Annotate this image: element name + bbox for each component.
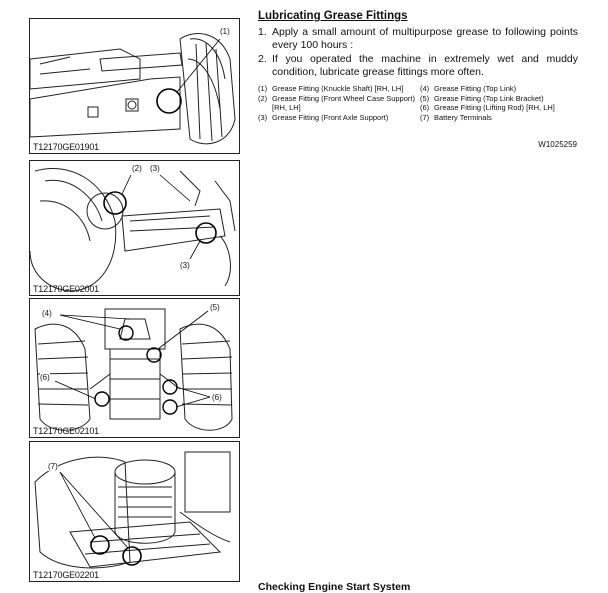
instruction-steps: 1. Apply a small amount of multipurpose …: [258, 26, 578, 80]
figure-rear-linkage: (4) (5) (6) (6) T12170GE02101: [29, 298, 240, 438]
callout-2: (2): [132, 164, 142, 173]
figure-id: T12170GE02201: [33, 570, 99, 580]
callout-6-right: (6): [212, 393, 222, 402]
legend-column-left: (1) Grease Fitting (Knuckle Shaft) [RH, L…: [258, 84, 420, 122]
document-code: W1025259: [538, 140, 577, 149]
legend-number: (2): [258, 93, 268, 103]
legend-text: Grease Fitting (Knuckle Shaft) [RH, LH]: [272, 84, 404, 93]
step-number: 1.: [258, 26, 267, 38]
section-title: Lubricating Grease Fittings: [258, 10, 408, 22]
legend-item: (3) Grease Fitting (Front Axle Support): [258, 113, 420, 123]
legend-number: (7): [420, 112, 430, 122]
legend-column-right: (4) Grease Fitting (Top Link) (5) Grease F…: [420, 84, 580, 122]
legend-item: (4) Grease Fitting (Top Link): [420, 84, 580, 94]
figure-battery: (7) T12170GE02201: [29, 441, 240, 582]
illustration-front-axle: [30, 167, 236, 292]
step-text: Apply a small amount of multipurpose gre…: [272, 26, 578, 51]
figure-id: T12170GE02001: [33, 284, 99, 294]
callout-3-top: (3): [150, 164, 160, 173]
legend-text: Grease Fitting (Top Link): [434, 84, 517, 93]
callout-7: (7): [48, 462, 58, 471]
figure-id: T12170GE01901: [33, 142, 99, 152]
callout-4: (4): [42, 309, 52, 318]
figure-id: T12170GE02101: [33, 426, 99, 436]
step-item: 1. Apply a small amount of multipurpose …: [258, 26, 578, 51]
legend-number: (1): [258, 84, 268, 93]
figure-front-axle: (2) (3) (3) T12170GE02001: [29, 160, 240, 296]
callout-3-bottom: (3): [180, 261, 190, 270]
legend-text: Grease Fitting (Front Axle Support): [272, 112, 389, 122]
legend-item: (1) Grease Fitting (Knuckle Shaft) [RH, L…: [258, 84, 420, 94]
legend-text: Grease Fitting (Lifting Rod) [RH, LH]: [434, 103, 555, 112]
callout-5: (5): [210, 303, 220, 312]
legend-item: (6) Grease Fitting (Lifting Rod) [RH, LH]: [420, 103, 580, 113]
legend-text: Grease Fitting (Front Wheel Case Support…: [272, 93, 415, 113]
callout-1: (1): [220, 27, 230, 36]
step-item: 2. If you operated the machine in extrem…: [258, 53, 578, 78]
legend-item: (7) Battery Terminals: [420, 113, 580, 123]
legend-number: (5): [420, 93, 430, 103]
illustration-knuckle-shaft: [30, 33, 236, 145]
step-number: 2.: [258, 53, 267, 65]
legend-number: (3): [258, 112, 268, 122]
illustration-battery: [34, 451, 231, 569]
legend-item: (2) Grease Fitting (Front Wheel Case Supp…: [258, 94, 420, 113]
legend-number: (4): [420, 84, 430, 93]
legend-item: (5) Grease Fitting (Top Link Bracket): [420, 94, 580, 104]
legend-text: Grease Fitting (Top Link Bracket): [434, 93, 544, 103]
figure-knuckle-shaft: (1) T12170GE01901: [29, 18, 240, 154]
callout-6-left: (6): [40, 373, 50, 382]
illustration-rear-linkage: [34, 308, 233, 431]
legend-text: Battery Terminals: [434, 112, 492, 122]
legend-number: (6): [420, 103, 430, 112]
next-section-title: Checking Engine Start System: [258, 581, 411, 593]
step-text: If you operated the machine in extremely…: [272, 53, 578, 78]
